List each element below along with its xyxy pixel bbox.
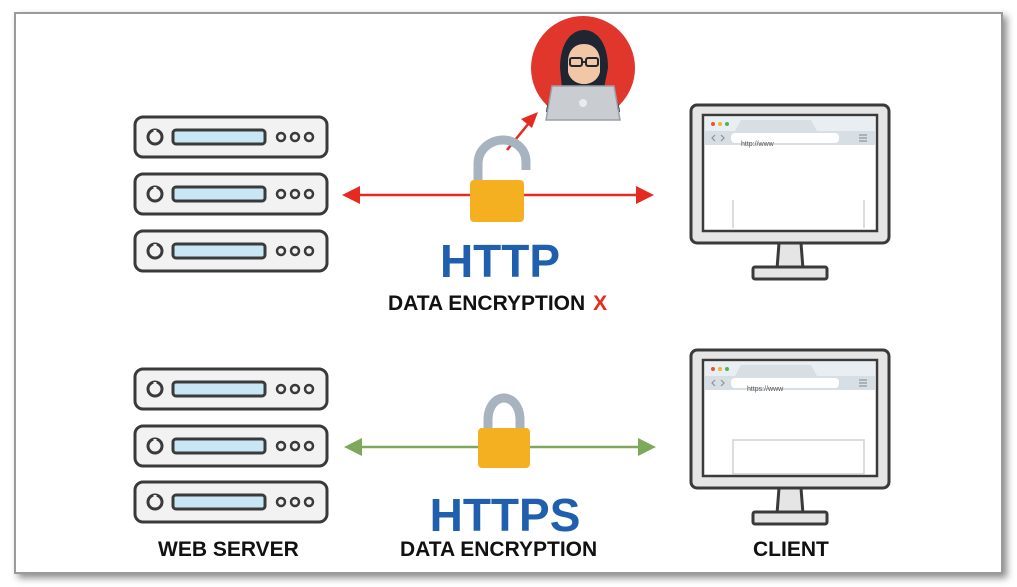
hacker-icon [531,16,635,121]
closed-padlock-icon [478,393,530,468]
web-server-label: WEB SERVER [158,538,299,561]
http-encryption-label: DATA ENCRYPTION X [388,292,607,316]
web-server-icon-http [133,115,329,273]
http-encryption-text: DATA ENCRYPTION [388,292,586,315]
client-monitor-icon-http: http://www [689,103,891,281]
web-server-icon-https [133,367,329,524]
https-url-text: https://www [747,386,784,393]
http-title: HTTP [439,235,561,287]
client-label: CLIENT [753,538,829,561]
http-url-text: http://www [741,141,775,148]
open-padlock-icon [470,135,531,222]
https-title: HTTPS [429,489,581,541]
client-monitor-icon-https: https://www [689,348,891,526]
no-encryption-mark: X [593,292,608,315]
https-encryption-label: DATA ENCRYPTION [400,538,598,561]
